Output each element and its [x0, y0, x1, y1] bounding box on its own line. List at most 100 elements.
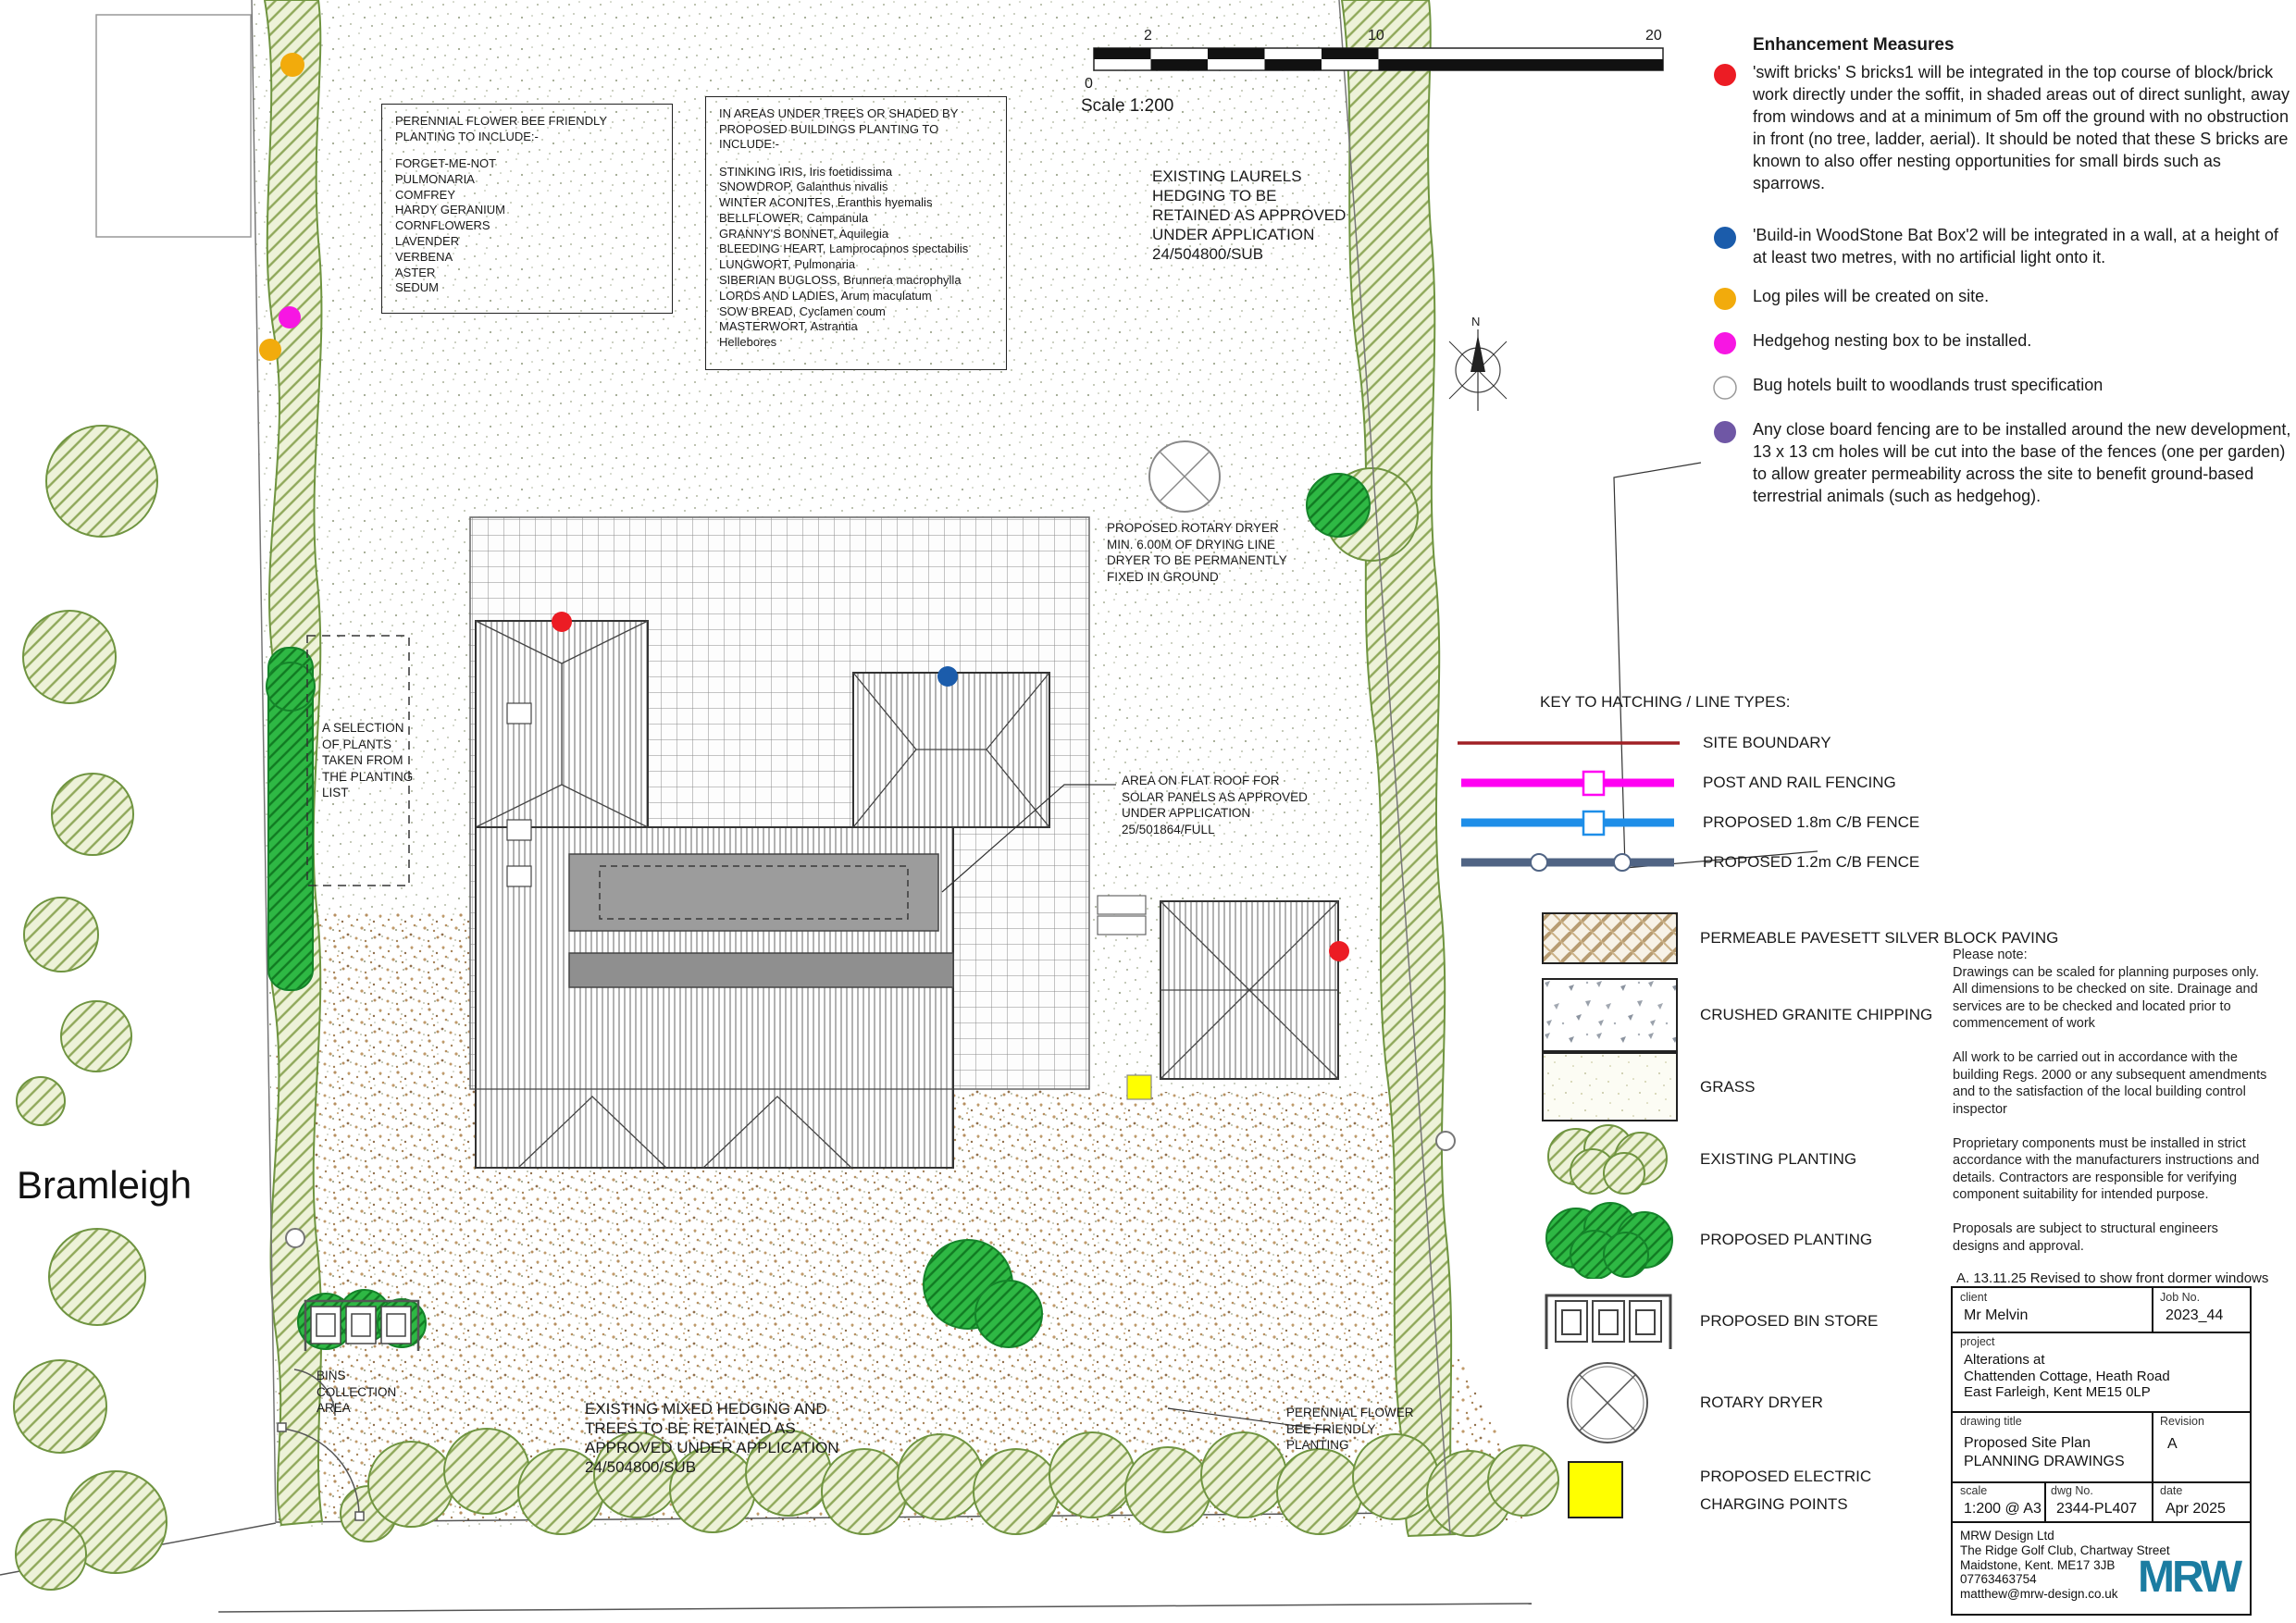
legend-item-rotary-dryer: ROTARY DRYER: [1541, 1358, 1823, 1447]
electric-charging-point-marker: [1126, 1074, 1152, 1100]
flat-roof-solar-area: [568, 853, 939, 932]
main-house: [475, 620, 1050, 1169]
enhancement-item: 'swift bricks' S bricks1 will be integra…: [1712, 61, 2295, 194]
site-boundary-lines: [251, 0, 1451, 1535]
rotary-dryer-note: PROPOSED ROTARY DRYER MIN. 6.00M OF DRYI…: [1107, 521, 1287, 584]
date-label: date: [2160, 1484, 2183, 1497]
scale-label-0: 0: [1085, 76, 1093, 92]
swift-brick-bullet-icon: [1714, 64, 1736, 86]
log-pile-marker: [259, 339, 281, 361]
paving-swatch: [1542, 912, 1678, 964]
enhancement-text: 'swift bricks' S bricks1 will be integra…: [1753, 63, 2290, 192]
key-label: PROPOSED 1.2m C/B FENCE: [1703, 853, 1920, 871]
grass-swatch: [1542, 1052, 1678, 1121]
shade-planting-box: IN AREAS UNDER TREES OR SHADED BY PROPOS…: [705, 96, 1007, 370]
scale-label: scale: [1960, 1484, 1988, 1497]
enhancement-text: Hedgehog nesting box to be installed.: [1753, 331, 2032, 350]
legend-label: GRASS: [1700, 1077, 1756, 1096]
key-label: POST AND RAIL FENCING: [1703, 774, 1896, 791]
bins-collection-note: BINS COLLECTION AREA: [316, 1369, 397, 1415]
job-no-value: 2023_44: [2166, 1307, 2224, 1323]
legend-item-granite: CRUSHED GRANITE CHIPPING: [1541, 977, 1932, 1053]
client-value: Mr Melvin: [1964, 1307, 2029, 1323]
legend-label: EXISTING PLANTING: [1700, 1150, 1857, 1168]
plant-selection-dashed-box: [306, 635, 410, 886]
bottom-tree-row: [340, 1428, 1559, 1542]
garage: [1097, 895, 1339, 1080]
notes-text: Please note: Drawings can be scaled for …: [1953, 948, 2267, 1254]
rooflights: [506, 702, 532, 887]
enhancement-item: Hedgehog nesting box to be installed.: [1712, 329, 2295, 358]
existing-laurels-note: EXISTING LAURELS HEDGING TO BE RETAINED …: [1152, 167, 1347, 263]
plant-selection-note: A SELECTION OF PLANTS TAKEN FROM THE PLA…: [322, 721, 414, 799]
enhancement-text: 'Build-in WoodStone Bat Box'2 will be in…: [1753, 226, 2278, 266]
hedgehog-box-marker: [279, 306, 301, 328]
svg-text:MRW: MRW: [2138, 1553, 2243, 1602]
legend-label: CRUSHED GRANITE CHIPPING: [1700, 1006, 1933, 1023]
firm-details: MRW Design Ltd The Ridge Golf Club, Char…: [1960, 1529, 2170, 1602]
site-boundary-line-sample: [1458, 741, 1680, 745]
solar-panels-note: AREA ON FLAT ROOF FOR SOLAR PANELS AS AP…: [1122, 774, 1308, 836]
gates: [277, 1369, 365, 1521]
date-value: Apr 2025: [2166, 1501, 2226, 1517]
scale-label-20: 20: [1645, 28, 1662, 43]
legend-item-electric-charging: PROPOSED ELECTRIC CHARGING POINTS: [1541, 1460, 1871, 1521]
log-pile-bullet-icon: [1714, 288, 1736, 310]
project-value: Alterations at Chattenden Cottage, Heath…: [1964, 1352, 2170, 1400]
drawing-title-label: drawing title: [1960, 1415, 2022, 1428]
enhancement-text: Bug hotels built to woodlands trust spec…: [1753, 376, 2104, 394]
perennial-planting-box: PERENNIAL FLOWER BEE FRIENDLY PLANTING T…: [381, 104, 673, 314]
legend-item-bin-store: PROPOSED BIN STORE: [1541, 1288, 1878, 1355]
fencing-bullet-icon: [1714, 421, 1736, 443]
legend-label: PROPOSED PLANTING: [1700, 1231, 1873, 1248]
key-item-site-boundary: SITE BOUNDARY: [1456, 727, 1831, 759]
legend-item-proposed-planting: PROPOSED PLANTING: [1541, 1201, 1872, 1279]
perennial-planting-title: PERENNIAL FLOWER BEE FRIENDLY PLANTING T…: [395, 114, 607, 143]
key-item-1-2m-fence: PROPOSED 1.2m C/B FENCE: [1456, 847, 1919, 878]
revision-label: Revision: [2160, 1415, 2204, 1428]
plan-markers: [259, 53, 1456, 1248]
key-label: PROPOSED 1.8m C/B FENCE: [1703, 813, 1920, 831]
enhancement-title: Enhancement Measures: [1753, 35, 1955, 55]
legend-label: PROPOSED ELECTRIC CHARGING POINTS: [1700, 1468, 1872, 1513]
bug-hotel-marker: [285, 1228, 305, 1248]
legend-item-paving: PERMEABLE PAVESETT SILVER BLOCK PAVING: [1541, 911, 2058, 965]
perennial-planting-list: FORGET-ME-NOT PULMONARIA COMFREY HARDY G…: [395, 156, 505, 295]
fence-1-2m-line-sample: [1461, 853, 1674, 872]
log-pile-marker: [280, 53, 304, 77]
existing-mixed-hedging-note: EXISTING MIXED HEDGING AND TREES TO BE R…: [585, 1400, 839, 1476]
left-trees: [13, 425, 168, 1591]
north-label: N: [1471, 315, 1480, 328]
shade-planting-list: STINKING IRIS, Iris foetidissima SNOWDRO…: [719, 164, 969, 350]
dwg-no-label: dwg No.: [2051, 1484, 2093, 1497]
legend-item-existing-planting: EXISTING PLANTING: [1541, 1123, 1856, 1196]
enhancement-item: Bug hotels built to woodlands trust spec…: [1712, 374, 2295, 403]
enhancement-text: Log piles will be created on site.: [1753, 287, 1990, 305]
hedgehog-bullet-icon: [1714, 332, 1736, 354]
bin-store-plan: [304, 1299, 420, 1351]
rotary-dryer-swatch: [1567, 1362, 1648, 1443]
enhancement-item: 'Build-in WoodStone Bat Box'2 will be in…: [1712, 224, 2295, 268]
drawing-title-value: Proposed Site Plan PLANNING DRAWINGS: [1964, 1435, 2125, 1469]
top-right-tree: [1306, 467, 1419, 562]
legend-label: PROPOSED BIN STORE: [1700, 1312, 1879, 1330]
key-label: SITE BOUNDARY: [1703, 734, 1831, 751]
perennial-flower-note: PERENNIAL FLOWER BEE FRIENDLY PLANTING: [1286, 1406, 1414, 1452]
post-rail-line-sample: [1461, 770, 1674, 797]
job-no-label: Job No.: [2160, 1291, 2201, 1304]
shade-planting-title: IN AREAS UNDER TREES OR SHADED BY PROPOS…: [719, 106, 959, 151]
swift-brick-marker: [552, 612, 572, 632]
bug-hotel-bullet-icon: [1713, 376, 1737, 400]
swift-brick-marker: [1329, 941, 1349, 961]
mrw-logo: MRW: [2138, 1553, 2245, 1602]
fence-1-8m-line-sample: [1461, 810, 1674, 836]
project-label: project: [1960, 1335, 1995, 1348]
key-item-post-rail: POST AND RAIL FENCING: [1456, 767, 1896, 799]
scale-value: 1:200 @ A3: [1964, 1501, 2042, 1517]
bin-store-swatch: [1545, 1294, 1672, 1349]
bat-box-bullet-icon: [1714, 227, 1736, 249]
house-name-label: Bramleigh: [17, 1163, 192, 1207]
dwg-no-value: 2344-PL407: [2056, 1501, 2138, 1517]
